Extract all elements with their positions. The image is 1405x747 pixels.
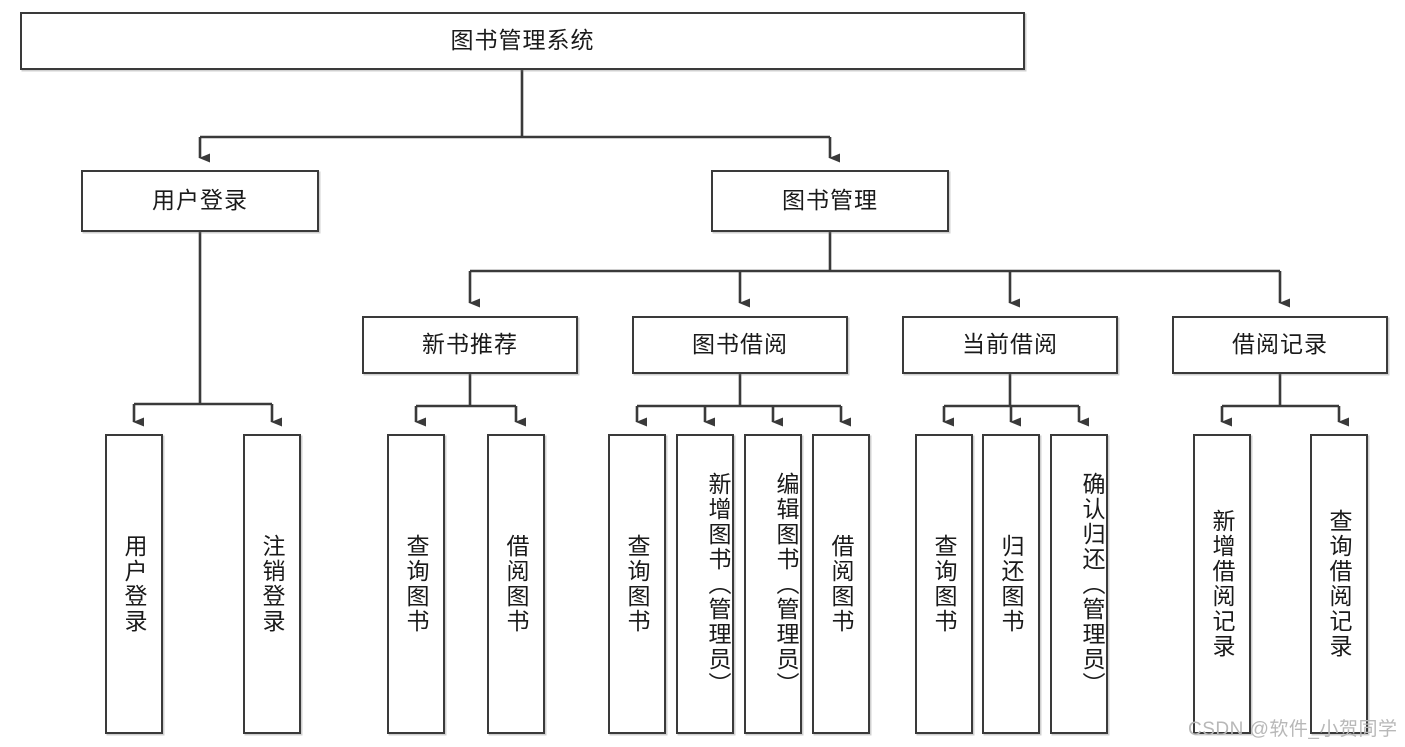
leaf-confirm-return-admin[interactable]: 确认归还（管理员） [1050, 434, 1108, 734]
node-new-book-recommend[interactable]: 新书推荐 [362, 316, 578, 374]
leaf-borrow-book-recommend-label: 借阅图书 [503, 534, 530, 634]
watermark: CSDN @软件_小贺同学 [1188, 719, 1398, 740]
leaf-query-book-current-label: 查询图书 [931, 534, 958, 634]
leaf-return-book[interactable]: 归还图书 [982, 434, 1040, 734]
leaf-return-book-label: 归还图书 [998, 534, 1025, 634]
leaf-query-borrow-record[interactable]: 查询借阅记录 [1310, 434, 1368, 734]
node-book-management[interactable]: 图书管理 [711, 170, 949, 232]
node-current-borrow-label: 当前借阅 [962, 331, 1058, 358]
node-new-book-recommend-label: 新书推荐 [422, 331, 518, 358]
leaf-borrow-book-recommend[interactable]: 借阅图书 [487, 434, 545, 734]
leaf-add-book-admin[interactable]: 新增图书（管理员） [676, 434, 734, 734]
leaf-query-book-recommend-label: 查询图书 [403, 534, 430, 634]
leaf-logout[interactable]: 注销登录 [243, 434, 301, 734]
node-user-login-label: 用户登录 [152, 187, 248, 214]
leaf-confirm-return-admin-label: 确认归还（管理员） [1079, 471, 1105, 697]
leaf-logout-label: 注销登录 [259, 534, 286, 634]
leaf-user-login-label: 用户登录 [121, 534, 148, 634]
leaf-query-book-recommend[interactable]: 查询图书 [387, 434, 445, 734]
node-current-borrow[interactable]: 当前借阅 [902, 316, 1118, 374]
leaf-edit-book-admin-label: 编辑图书（管理员） [773, 471, 799, 697]
leaf-query-book-borrow-label: 查询图书 [624, 534, 651, 634]
leaf-add-borrow-record[interactable]: 新增借阅记录 [1193, 434, 1251, 734]
leaf-query-book-current[interactable]: 查询图书 [915, 434, 973, 734]
leaf-add-book-admin-label: 新增图书（管理员） [705, 471, 731, 697]
leaf-borrow-book[interactable]: 借阅图书 [812, 434, 870, 734]
leaf-user-login[interactable]: 用户登录 [105, 434, 163, 734]
leaf-query-book-borrow[interactable]: 查询图书 [608, 434, 666, 734]
node-borrow-records[interactable]: 借阅记录 [1172, 316, 1388, 374]
node-book-borrow-label: 图书借阅 [692, 331, 788, 358]
node-borrow-records-label: 借阅记录 [1232, 331, 1328, 358]
node-user-login[interactable]: 用户登录 [81, 170, 319, 232]
node-root-label: 图书管理系统 [450, 27, 595, 54]
node-book-borrow[interactable]: 图书借阅 [632, 316, 848, 374]
leaf-edit-book-admin[interactable]: 编辑图书（管理员） [744, 434, 802, 734]
leaf-borrow-book-label: 借阅图书 [828, 534, 855, 634]
node-book-management-label: 图书管理 [782, 187, 878, 214]
leaf-query-borrow-record-label: 查询借阅记录 [1326, 509, 1353, 659]
leaf-add-borrow-record-label: 新增借阅记录 [1209, 509, 1236, 659]
node-root[interactable]: 图书管理系统 [20, 12, 1025, 70]
